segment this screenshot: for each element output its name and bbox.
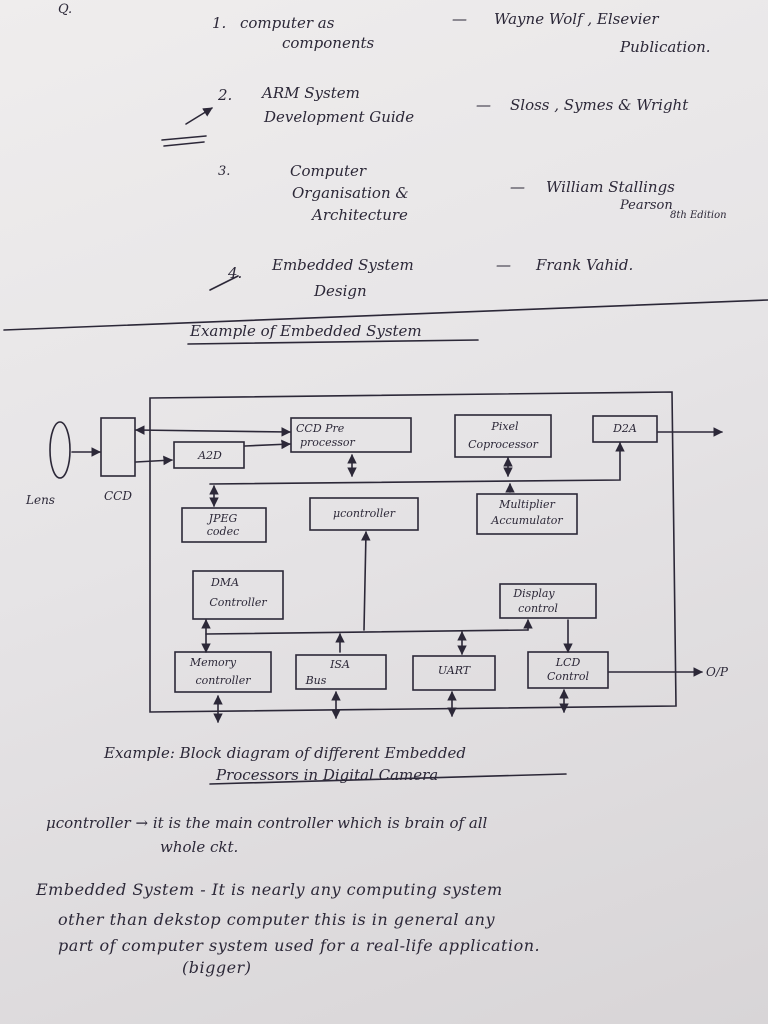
ref2-title-line1: ARM System — [262, 84, 360, 102]
ccd-box — [100, 417, 136, 477]
ref3-title-line1: Computer — [290, 162, 367, 180]
memory-controller-box — [174, 651, 272, 693]
ref3-dash: — — [510, 178, 525, 196]
ref3-author-line2: Pearson — [620, 198, 673, 213]
section-title: Example of Embedded System — [190, 322, 422, 340]
display-control-box — [499, 583, 597, 619]
section-divider — [3, 299, 768, 331]
ref2-author-line1: Sloss , Symes & Wright — [510, 96, 689, 114]
margin-arrow-mark — [185, 107, 213, 125]
caption-line2: Processors in Digital Camera — [216, 766, 439, 784]
ref4-title-line2: Design — [314, 282, 367, 300]
microcontroller-label: μcontroller — [332, 507, 396, 520]
ref2-dash: — — [476, 96, 491, 114]
section-title-underline — [187, 339, 479, 345]
display-label-2: control — [518, 602, 558, 615]
ref4-dash: — — [496, 256, 511, 274]
ref3-author-line3: 8th Edition — [670, 210, 727, 221]
definition-line1: Embedded System - It is nearly any compu… — [36, 880, 503, 899]
lcd-control-box — [527, 651, 609, 689]
ref1-author-line1: Wayne Wolf , Elsevier — [494, 10, 659, 28]
ref3-number: 3. — [218, 164, 231, 179]
ref4-number: 4. — [228, 264, 243, 282]
lens-shape — [49, 421, 71, 479]
ref1-author-line2: Publication. — [620, 38, 711, 56]
a2d-box — [173, 441, 245, 469]
note-line1: μcontroller → it is the main controller … — [46, 814, 488, 832]
isa-label-2: Bus — [305, 674, 327, 687]
margin-stroke-1 — [161, 135, 207, 141]
multiplier-label-1: Multiplier — [499, 498, 555, 511]
camera-enclosure — [149, 391, 677, 713]
memory-label-1: Memory — [189, 656, 237, 669]
jpeg-box — [181, 507, 267, 543]
memory-label-2: controller — [195, 674, 251, 687]
ccd-preproc-label-2: processor — [300, 436, 355, 449]
ccd-label: CCD — [104, 489, 132, 503]
microcontroller-box — [309, 497, 419, 531]
jpeg-label-1: JPEG — [208, 512, 238, 525]
dma-box — [192, 570, 284, 620]
multiplier-label-2: Accumulator — [491, 514, 563, 527]
jpeg-label-2: codec — [206, 525, 240, 538]
definition-line4: (bigger) — [182, 958, 252, 977]
ccd-preproc-label-1: CCD Pre — [296, 422, 345, 435]
ccd-preproc-box — [290, 417, 412, 453]
a2d-label: A2D — [198, 449, 222, 462]
ref4-tick-mark — [209, 275, 239, 291]
dma-label-1: DMA — [210, 576, 240, 589]
pixel-label-1: Pixel — [491, 420, 519, 433]
display-label-1: Display — [513, 587, 555, 600]
ref1-title-line2: components — [282, 34, 375, 52]
ref2-number: 2. — [218, 86, 233, 104]
ref2-title-line2: Development Guide — [264, 108, 415, 126]
page-mark: Q. — [58, 2, 73, 17]
uart-label: UART — [437, 664, 471, 677]
internal-bus-top — [209, 442, 625, 485]
ref4-author-line1: Frank Vahid. — [536, 256, 634, 274]
d2a-label: D2A — [613, 422, 637, 435]
ref3-author-line1: William Stallings — [546, 178, 675, 196]
lcd-label-1: LCD — [555, 656, 581, 669]
ccd-preproc-link — [135, 425, 291, 437]
ref4-title-line1: Embedded System — [272, 256, 414, 274]
microcontroller-bus-link — [361, 531, 371, 631]
ccd-to-a2d-arrow — [135, 455, 173, 466]
d2a-box — [592, 415, 658, 443]
uart-box — [412, 655, 496, 691]
isa-bus-box — [295, 654, 387, 690]
caption-line1: Example: Block diagram of different Embe… — [104, 744, 466, 762]
lens-label: Lens — [26, 493, 55, 507]
definition-line2: other than dekstop computer this is in g… — [58, 910, 496, 929]
definition-line3: part of computer system used for a real-… — [58, 936, 541, 955]
output-label: O/P — [706, 665, 728, 679]
internal-bus-bottom — [205, 629, 529, 635]
dma-label-2: Controller — [209, 596, 267, 609]
pixel-label-2: Coprocessor — [468, 438, 538, 451]
a2d-to-preproc-arrow — [244, 439, 291, 450]
lcd-label-2: Control — [547, 670, 589, 683]
multiplier-box — [476, 493, 578, 535]
ref3-title-line2: Organisation & — [292, 184, 409, 202]
pixel-coproc-box — [454, 414, 552, 458]
ref1-number: 1. — [212, 14, 227, 32]
ref1-title-line1: computer as — [240, 14, 335, 32]
caption-underline — [209, 773, 567, 785]
margin-stroke-2 — [163, 141, 205, 147]
isa-label-1: ISA — [330, 658, 350, 671]
ref1-dash: — — [452, 10, 467, 28]
ref3-title-line3: Architecture — [312, 206, 408, 224]
note-line2: whole ckt. — [160, 838, 239, 856]
